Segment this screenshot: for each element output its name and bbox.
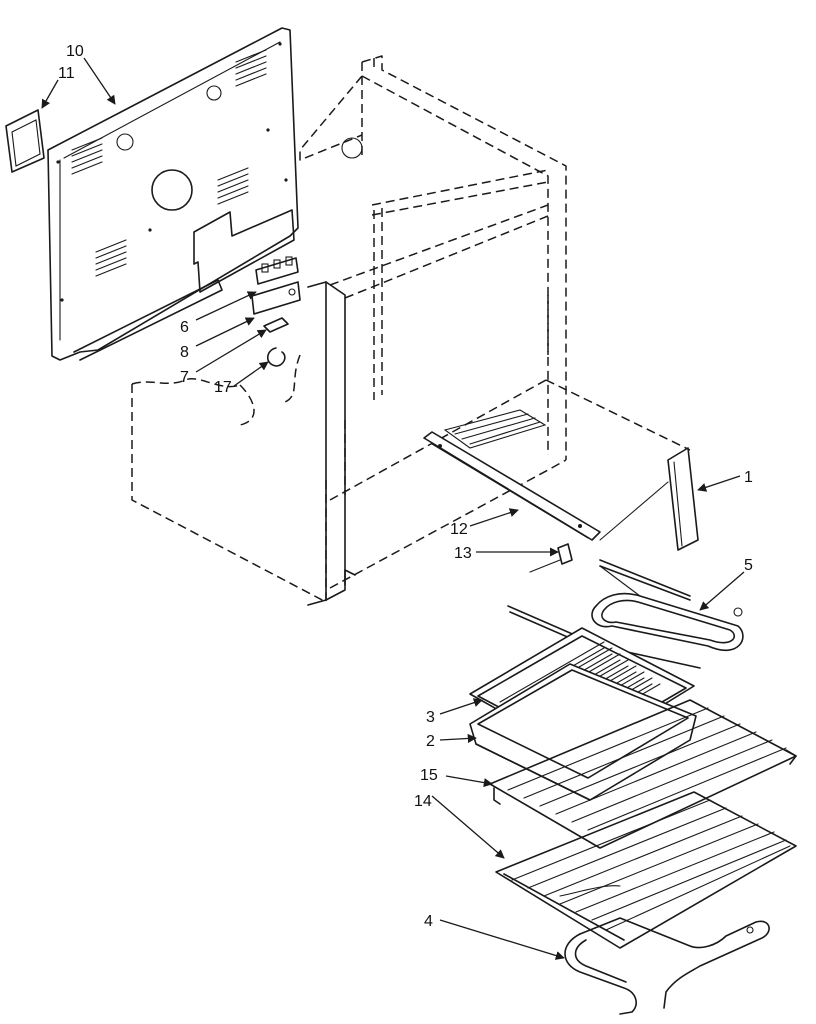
small-cover-plate [5,109,45,173]
callout-3: 3 [426,709,435,726]
front-frame-post [307,281,356,606]
wire-hook [266,347,286,367]
callout-5: 5 [744,557,753,574]
callout-11: 11 [58,65,75,82]
callout-6: 6 [180,319,189,336]
bake-element [564,917,770,1015]
callout-1: 1 [744,469,753,486]
back-panel [47,27,299,361]
vent-louvers [71,49,267,277]
element-cover [599,447,699,551]
mounting-bracket [251,281,301,315]
callout-15: 15 [420,767,438,784]
oven-rack-upper [489,699,797,849]
callout-10: 10 [66,43,84,60]
callout-leaders [41,57,745,960]
callout-12: 12 [450,521,468,538]
rail-bracket [529,543,573,573]
callout-7: 7 [180,369,189,386]
broiler-pan [469,663,697,801]
oven-cabinet-frame [131,55,691,603]
callout-4: 4 [424,913,433,930]
callout-2: 2 [426,733,435,750]
clip [263,317,289,333]
callout-14: 14 [414,793,432,810]
oven-rack-lower [495,791,797,949]
callout-13: 13 [454,545,472,562]
callout-17: 17 [214,379,232,396]
callout-8: 8 [180,344,189,361]
terminal-block [255,256,299,285]
callout-labels: 10 11 6 8 7 17 1 12 13 5 3 2 15 14 4 [58,43,753,930]
oven-side-rail [423,431,601,541]
